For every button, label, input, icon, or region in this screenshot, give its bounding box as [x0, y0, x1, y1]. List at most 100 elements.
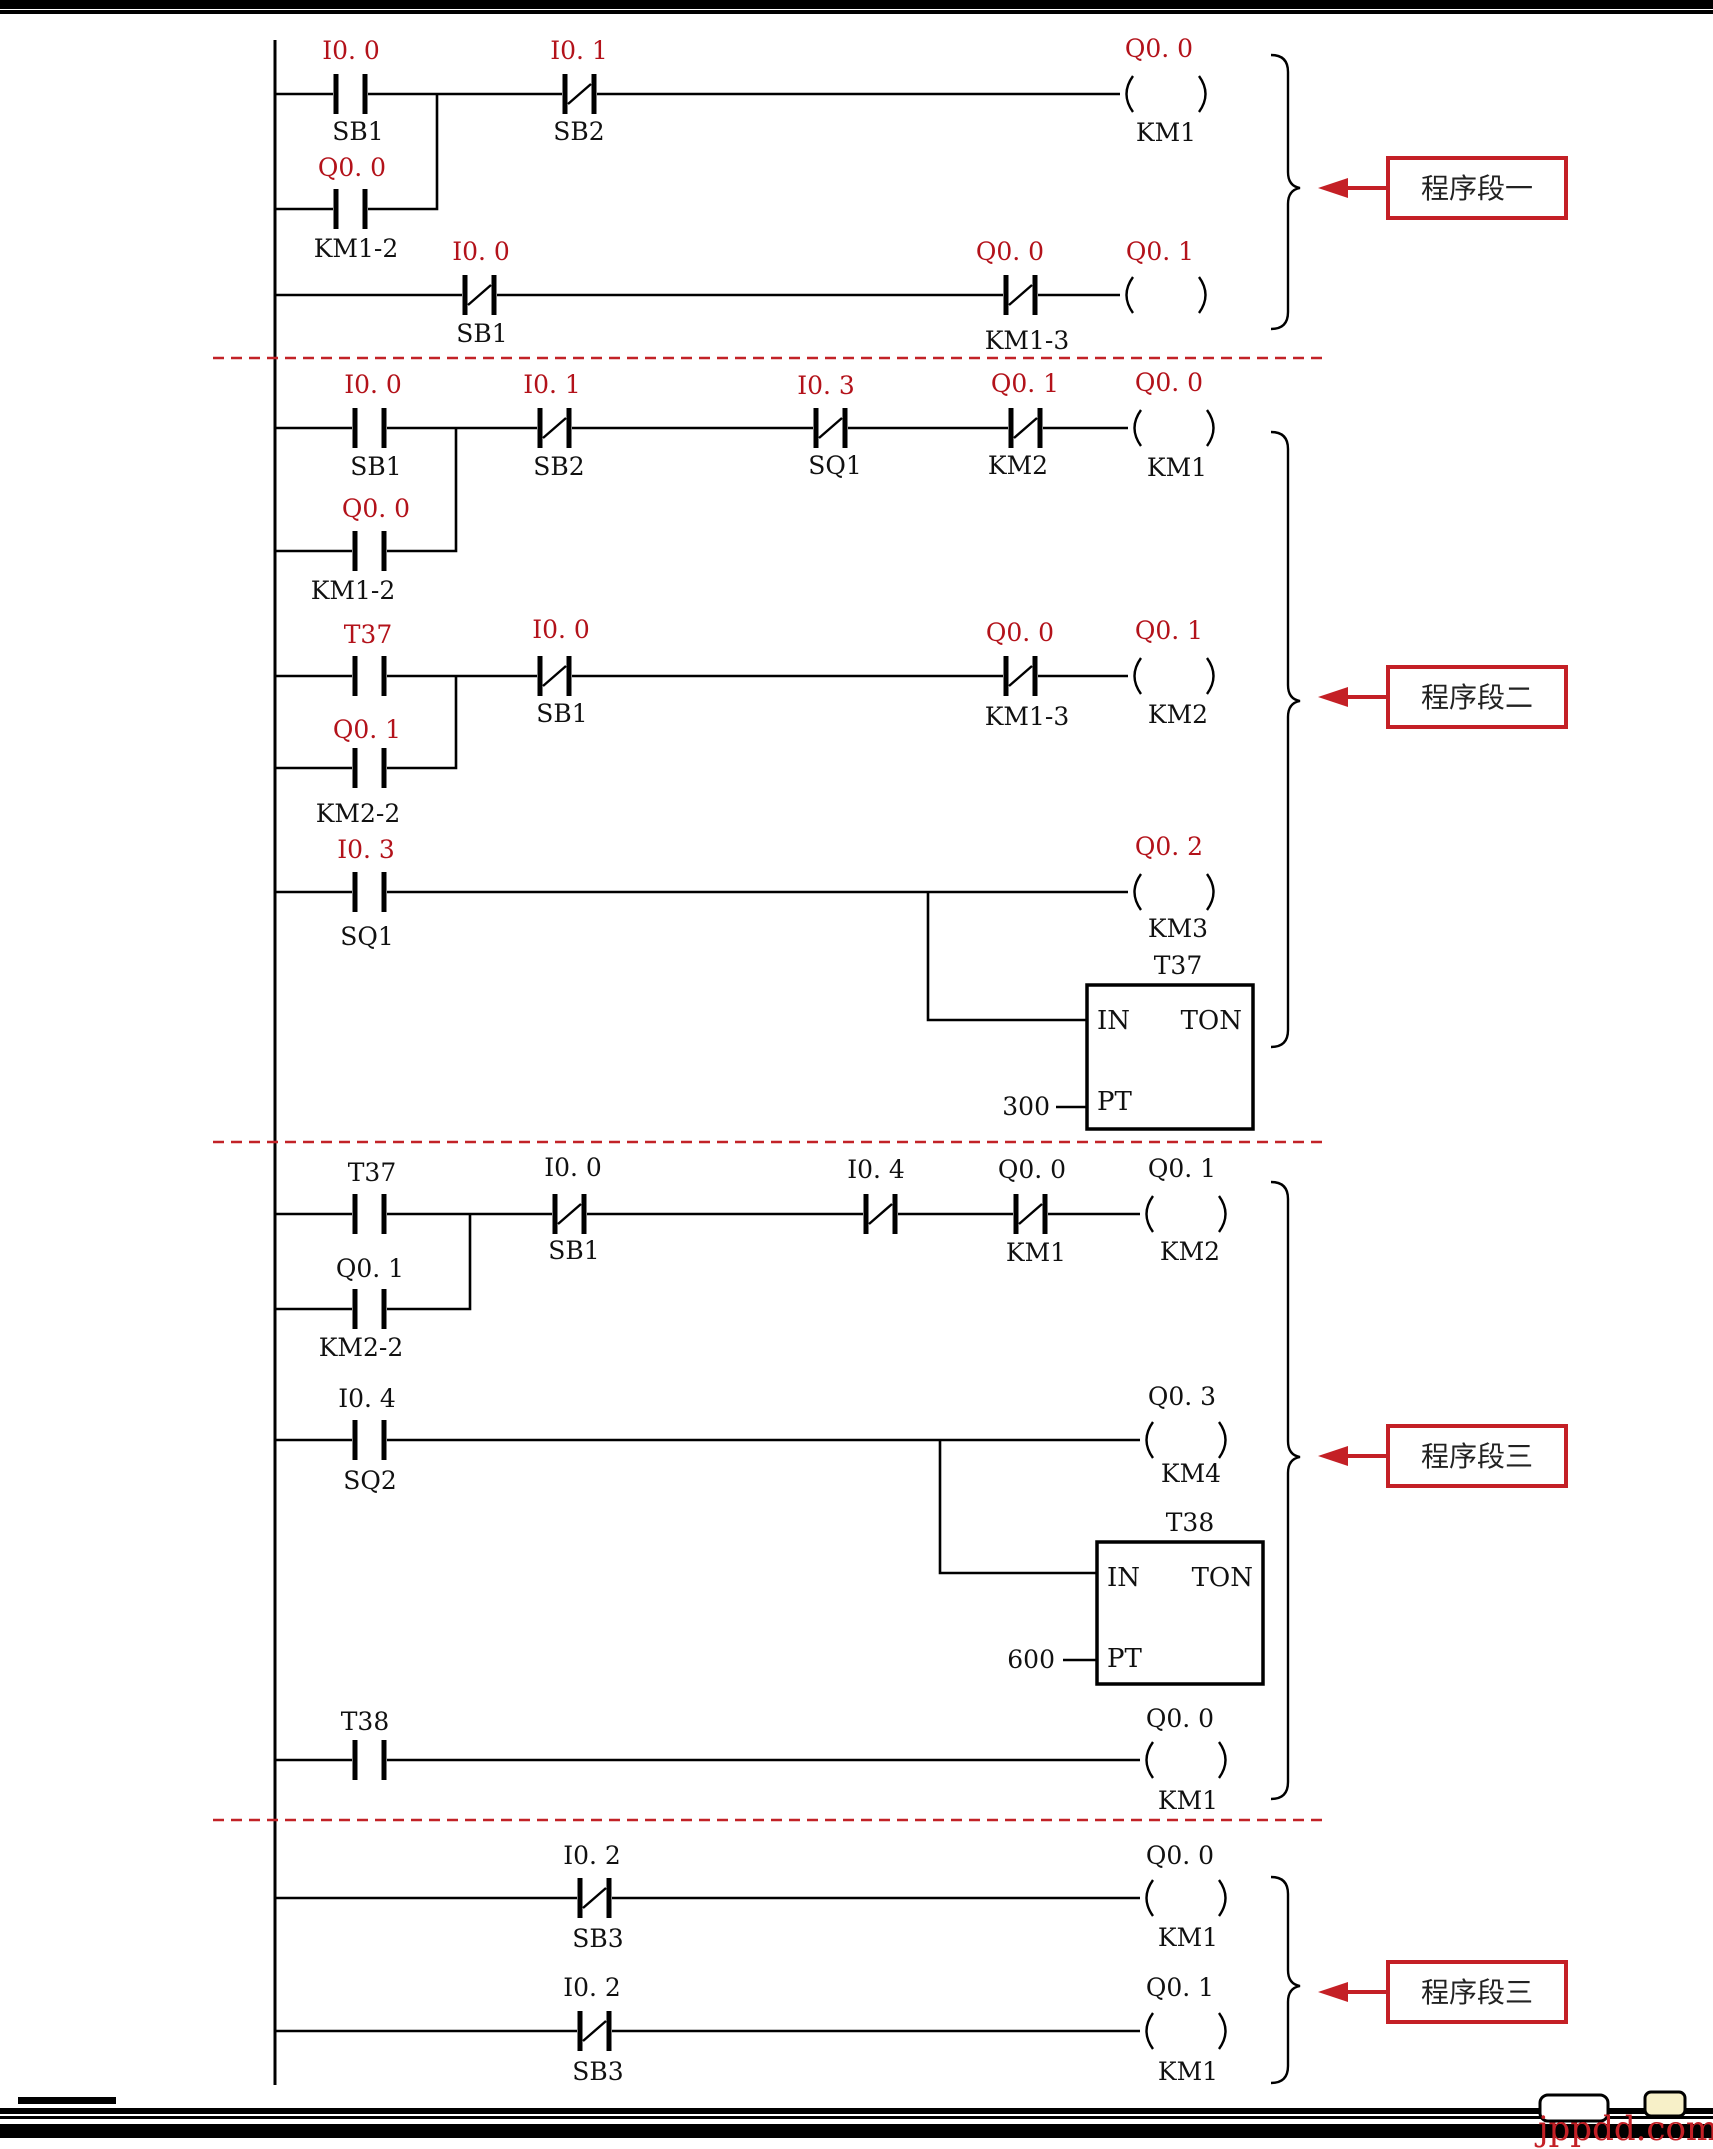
rung-3: I0. 0 SB1 I0. 1 SB2 I0. 3 SQ1 Q0. 1 KM2 …	[275, 368, 1215, 605]
contact-nc	[552, 1194, 587, 1234]
contact-name: SB1	[332, 117, 383, 146]
timer-preset: 300	[1002, 1092, 1050, 1121]
rung-5: I0. 3 SQ1 Q0. 2 KM3 T37 IN TON PT 300	[275, 832, 1255, 1131]
coil-name: KM2	[1160, 1237, 1220, 1266]
coil-address: Q0. 1	[1148, 1154, 1216, 1183]
contact-address: I0. 4	[847, 1155, 905, 1184]
contact-nc	[1003, 275, 1038, 315]
coil-name: KM4	[1161, 1459, 1221, 1488]
section-label-text: 程序段三	[1421, 1976, 1533, 2009]
contact-address: Q0. 1	[336, 1254, 404, 1283]
timer-name: T38	[1166, 1508, 1215, 1537]
timer-pt-pin: PT	[1097, 1087, 1132, 1117]
rung-4: T37 Q0. 1 KM2-2 I0. 0 SB1 Q0. 0 KM1-3 Q0…	[275, 615, 1215, 828]
contact-no	[333, 189, 368, 229]
contact-name: SB1	[536, 699, 587, 728]
watermark-logo: jppdd.com	[1534, 2090, 1713, 2149]
contact-nc	[562, 74, 597, 114]
coil-address: Q0. 1	[1146, 1973, 1214, 2002]
output-coil	[1133, 873, 1215, 911]
contact-no	[352, 656, 387, 696]
rung-6: T37 Q0. 1 KM2-2 I0. 0 SB1 I0. 4 Q0. 0 KM…	[275, 1153, 1227, 1362]
contact-no	[333, 74, 368, 114]
coil-address: Q0. 0	[1146, 1704, 1214, 1733]
coil-address: Q0. 0	[1146, 1841, 1214, 1870]
contact-name: KM1-2	[314, 234, 399, 263]
contact-nc	[577, 1878, 612, 1918]
output-coil	[1125, 75, 1207, 113]
coil-name: KM3	[1148, 914, 1208, 943]
section-brace	[1270, 53, 1301, 331]
contact-address: Q0. 0	[986, 618, 1054, 647]
rung-1: I0. 0 SB1 I0. 1 SB2 Q0. 0 KM1-2 Q0. 0 KM…	[275, 34, 1207, 263]
contact-no	[352, 748, 387, 788]
contact-no	[352, 1420, 387, 1460]
contact-name: KM1-3	[985, 702, 1070, 731]
timer-name: T37	[1154, 951, 1203, 980]
coil-address: Q0. 1	[1126, 237, 1194, 266]
contact-nc	[1013, 1194, 1048, 1234]
contact-nc	[577, 2011, 612, 2051]
contact-address: Q0. 0	[998, 1155, 1066, 1184]
contact-address: I0. 1	[550, 36, 608, 65]
output-coil	[1133, 657, 1215, 695]
rung-8: T38 Q0. 0 KM1	[275, 1704, 1227, 1815]
rung-10: I0. 2 SB3 Q0. 1 KM1	[275, 1973, 1227, 2086]
coil-name: KM1	[1158, 2057, 1218, 2086]
contact-no	[352, 531, 387, 571]
section-label-2: 程序段二	[1318, 665, 1568, 729]
contact-name: SB2	[553, 117, 604, 146]
contact-address: I0. 0	[322, 36, 380, 65]
contact-name: SB1	[548, 1236, 599, 1265]
contact-address: T37	[348, 1158, 397, 1187]
contact-name: SQ2	[343, 1466, 397, 1495]
coil-address: Q0. 1	[1135, 616, 1203, 645]
rung-7: I0. 4 SQ2 Q0. 3 KM4 T38 IN TON PT 600	[275, 1382, 1265, 1686]
timer-pt-pin: PT	[1107, 1644, 1142, 1674]
contact-nc	[1008, 408, 1043, 448]
output-coil	[1145, 2012, 1227, 2050]
contact-nc	[813, 408, 848, 448]
contact-nc	[863, 1194, 898, 1234]
section-label-text: 程序段一	[1421, 172, 1533, 205]
output-coil	[1125, 276, 1207, 314]
contact-name: KM2	[988, 451, 1048, 480]
coil-name: KM2	[1148, 700, 1208, 729]
contact-address: I0. 2	[563, 1973, 621, 2002]
contact-address: Q0. 0	[342, 494, 410, 523]
section-label-text: 程序段二	[1421, 681, 1533, 714]
section-label-4: 程序段三	[1318, 1960, 1568, 2024]
contact-name: KM2-2	[316, 799, 401, 828]
timer-type: TON	[1181, 1006, 1242, 1036]
coil-name: KM1	[1147, 453, 1207, 482]
contact-name: SB2	[533, 452, 584, 481]
contact-no	[352, 872, 387, 912]
contact-address: I0. 0	[344, 370, 402, 399]
contact-name: KM1	[1006, 1238, 1066, 1267]
contact-name: KM1-3	[985, 326, 1070, 355]
contact-no	[352, 408, 387, 448]
rung-9: I0. 2 SB3 Q0. 0 KM1	[275, 1841, 1227, 1953]
output-coil	[1145, 1195, 1227, 1233]
contact-nc	[537, 408, 572, 448]
contact-name: SB1	[456, 319, 507, 348]
contact-address: I0. 0	[452, 237, 510, 266]
contact-no	[352, 1740, 387, 1780]
contact-name: SQ1	[808, 451, 862, 480]
watermark-text: jppdd.com	[1534, 2109, 1713, 2149]
section-brace	[1270, 430, 1301, 1049]
contact-name: KM1-2	[311, 576, 396, 605]
contact-address: Q0. 0	[318, 153, 386, 182]
contact-name: SB3	[572, 2057, 623, 2086]
contact-address: I0. 4	[338, 1384, 396, 1413]
coil-address: Q0. 0	[1135, 368, 1203, 397]
contact-address: Q0. 1	[333, 715, 401, 744]
contact-name: KM2-2	[319, 1333, 404, 1362]
output-coil	[1133, 409, 1215, 447]
contact-address: I0. 0	[544, 1153, 602, 1182]
contact-address: I0. 3	[337, 835, 395, 864]
timer-in-pin: IN	[1097, 1006, 1130, 1036]
contact-name: SB3	[572, 1924, 623, 1953]
rung-2: I0. 0 SB1 Q0. 0 KM1-3 Q0. 1	[275, 237, 1207, 355]
